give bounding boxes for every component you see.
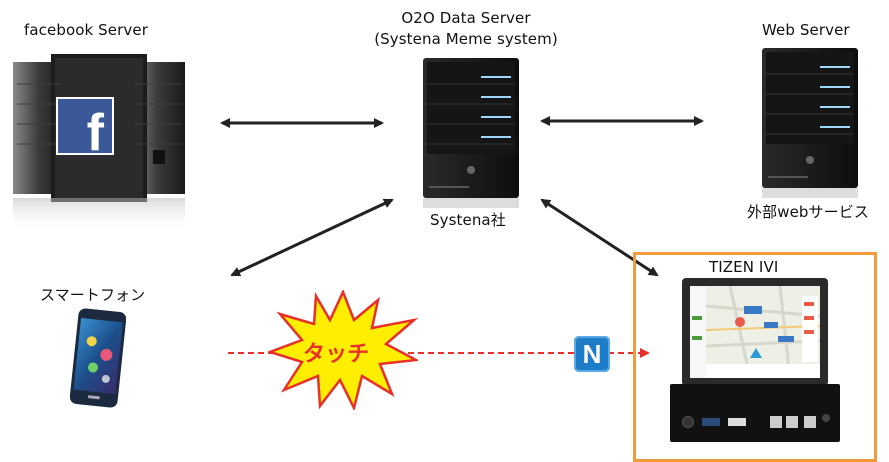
o2o-server-title: O2O Data Server (401, 9, 531, 27)
o2o-server-caption: Systena社 (430, 211, 506, 229)
arrow-o2o-tizen (540, 198, 659, 277)
tizen-map-screen (690, 286, 820, 378)
smartphone-icon (70, 308, 126, 408)
tizen-tablet-icon (682, 278, 828, 386)
facebook-server-label: facebook Server (24, 21, 148, 39)
touch-burst-label: タッチ (303, 342, 370, 367)
facebook-logo-letter: f (86, 104, 104, 162)
web-server-label: Web Server (762, 21, 850, 39)
nfc-symbol: N (582, 339, 602, 369)
smartphone-label: スマートフォン (40, 286, 146, 304)
tizen-ivi-label: TIZEN IVI (709, 258, 779, 276)
nfc-icon: N (574, 336, 610, 372)
web-server-icon (762, 48, 858, 198)
o2o-server-subtitle: (Systena Meme system) (374, 30, 558, 48)
facebook-logo-icon: f (56, 97, 114, 159)
web-server-caption: 外部webサービス (747, 203, 869, 221)
o2o-server-icon (423, 58, 519, 208)
touch-burst-icon (268, 290, 418, 410)
arrow-o2o-smartphone (230, 198, 394, 277)
tizen-box-icon (670, 384, 840, 442)
